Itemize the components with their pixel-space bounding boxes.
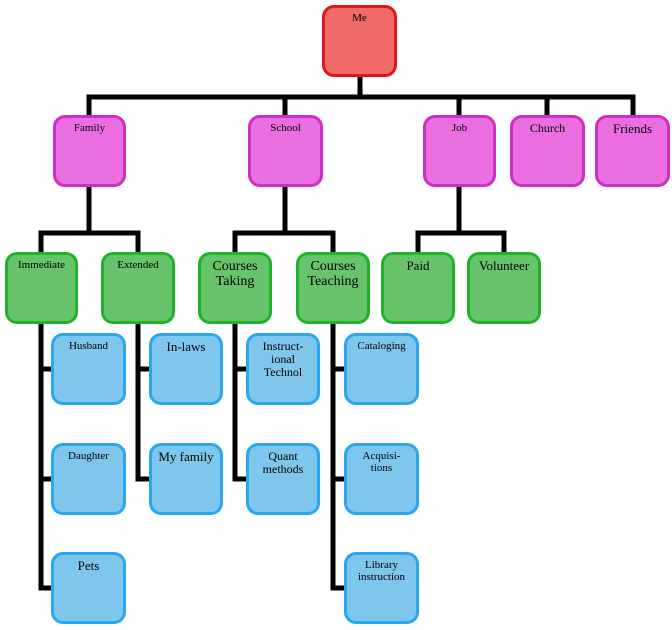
node-paid: Paid	[381, 252, 455, 324]
node-courses-teaching: Courses Teaching	[296, 252, 370, 324]
node-courses-taking: Courses Taking	[198, 252, 272, 324]
node-school: School	[248, 115, 323, 187]
node-immediate: Immediate	[5, 252, 78, 324]
node-instructional-technol: Instruct- ional Technol	[246, 333, 320, 405]
node-daughter: Daughter	[51, 443, 126, 515]
node-acquisitions: Acquisi- tions	[344, 443, 419, 515]
node-job: Job	[423, 115, 496, 187]
node-me: Me	[322, 5, 397, 77]
node-volunteer: Volunteer	[467, 252, 541, 324]
node-friends: Friends	[595, 115, 670, 187]
node-extended: Extended	[101, 252, 175, 324]
node-quant-methods: Quant methods	[246, 443, 320, 515]
node-church: Church	[510, 115, 585, 187]
node-cataloging: Cataloging	[344, 333, 419, 405]
node-in-laws: In-laws	[149, 333, 223, 405]
node-my-family: My family	[149, 443, 223, 515]
node-library-instruction: Library instruction	[344, 552, 419, 624]
node-family: Family	[53, 115, 126, 187]
node-husband: Husband	[51, 333, 126, 405]
node-pets: Pets	[51, 552, 126, 624]
